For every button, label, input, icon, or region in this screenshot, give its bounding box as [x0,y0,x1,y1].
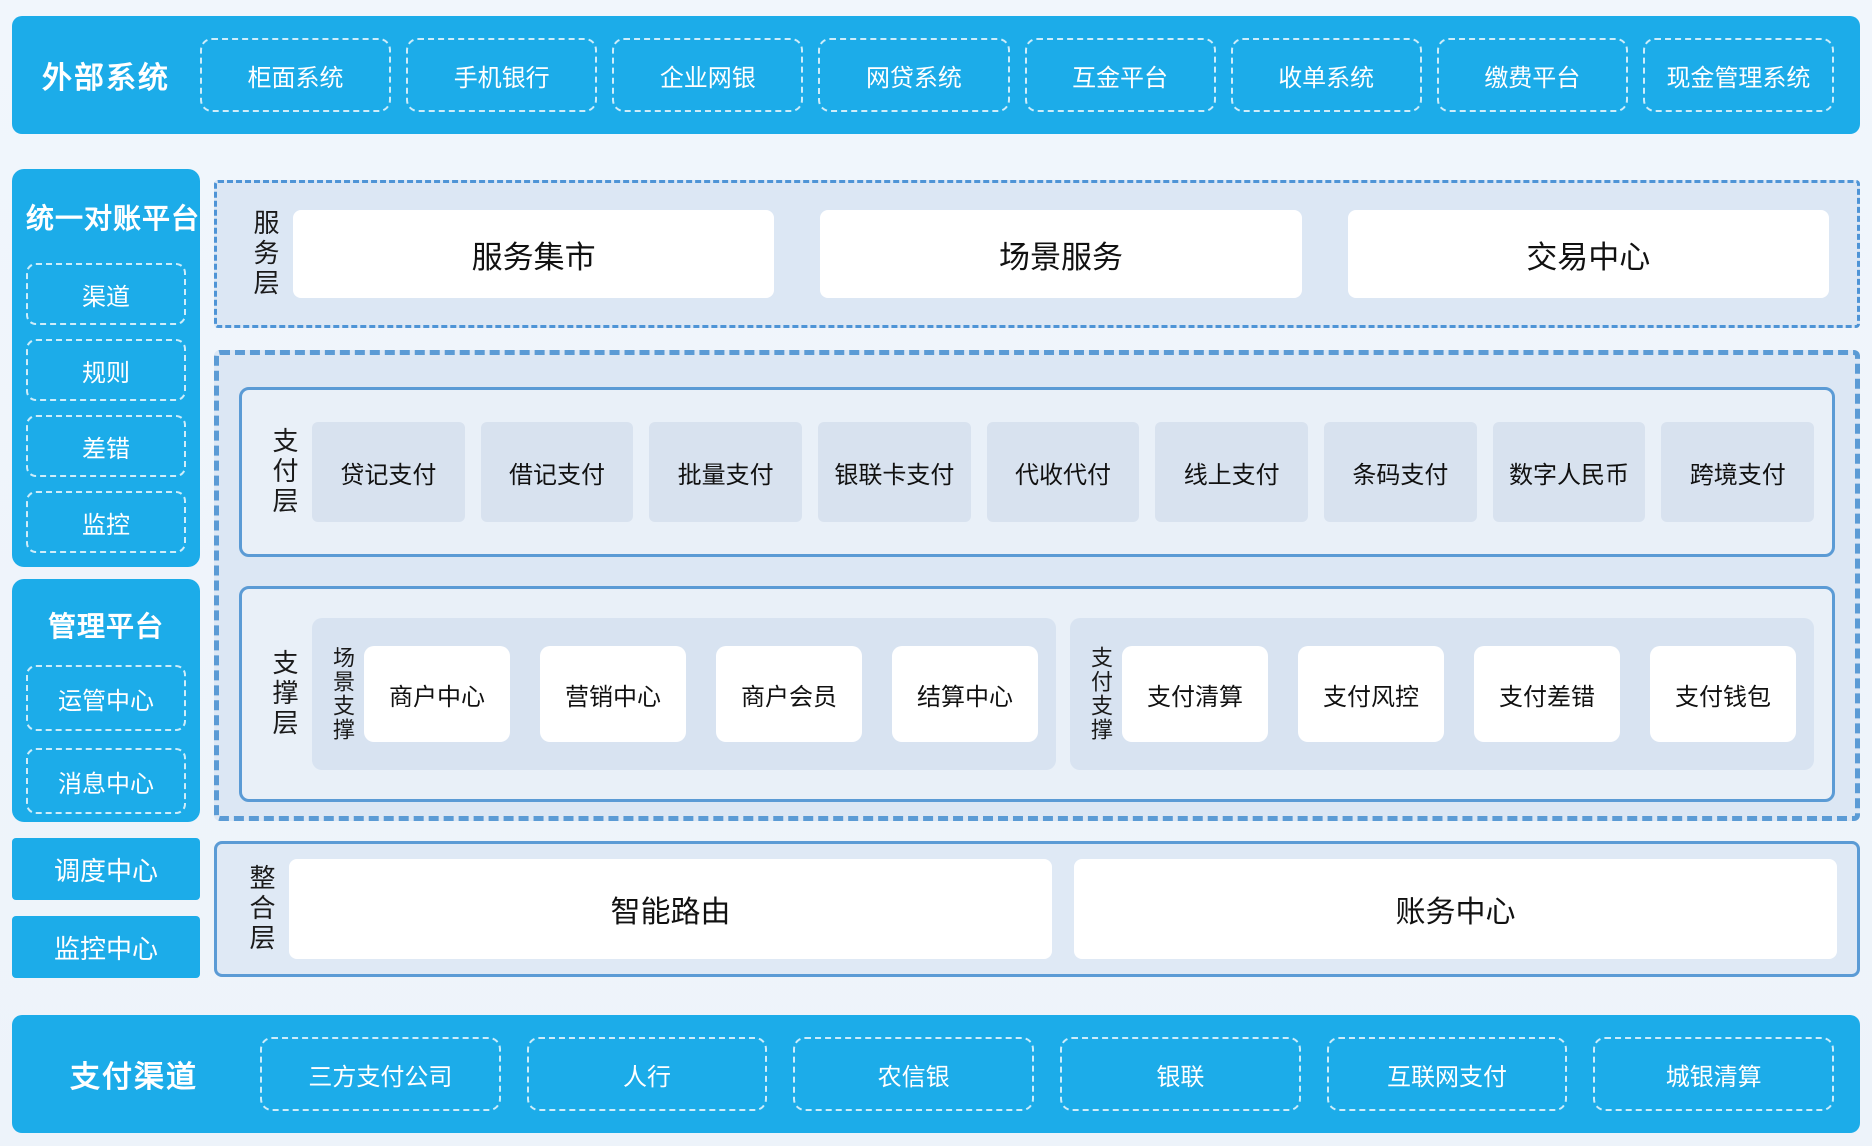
support-item-payment-clearing: 支付清算 [1122,646,1268,742]
integration-layer-label: 整合层 [245,864,275,954]
management-platform-box: 管理平台 运管中心 消息中心 [12,579,200,822]
external-item-mobile-banking: 手机银行 [406,38,598,112]
reconciliation-item-errors: 差错 [26,415,186,477]
reconciliation-platform-title: 统一对账平台 [26,202,201,235]
payment-item-barcode: 条码支付 [1324,422,1477,522]
external-systems-bar: 外部系统 柜面系统 手机银行 企业网银 网贷系统 互金平台 收单系统 缴费平台 … [12,16,1860,134]
payment-item-digital-rmb: 数字人民币 [1492,422,1646,522]
external-item-corporate-ebanking: 企业网银 [612,38,804,112]
payment-layer-label: 支付层 [268,427,298,517]
payment-item-unionpay-card: 银联卡支付 [818,422,971,522]
payment-item-collection-agency: 代收代付 [986,422,1140,522]
support-layer-groups: 场景支撑 商户中心 营销中心 商户会员 结算中心 支付支撑 支付清算 [312,618,1814,770]
scenario-support-group: 场景支撑 商户中心 营销中心 商户会员 结算中心 [312,618,1056,770]
external-item-counter-system: 柜面系统 [200,38,392,112]
reconciliation-platform-box: 统一对账平台 渠道 规则 差错 监控 [12,169,200,567]
support-item-settlement-center: 结算中心 [892,646,1038,742]
support-layer-label: 支撑层 [268,649,298,739]
channel-item-third-party-payment: 三方支付公司 [260,1037,501,1111]
payment-item-debit: 借记支付 [480,422,634,522]
management-item-message-center: 消息中心 [26,748,186,814]
service-item-scenario-services: 场景服务 [820,210,1302,298]
payment-channels-items: 三方支付公司 人行 农信银 银联 互联网支付 城银清算 [260,1037,1835,1111]
payment-layer: 支付层 贷记支付 借记支付 批量支付 银联卡支付 代收代付 线上支付 条码支付 … [239,387,1835,557]
channel-item-rural-credit-bank: 农信银 [793,1037,1035,1111]
support-item-payment-wallet: 支付钱包 [1650,646,1796,742]
channel-item-pboc: 人行 [526,1037,768,1111]
payment-support-items: 支付清算 支付风控 支付差错 支付钱包 [1122,646,1796,742]
reconciliation-item-rules: 规则 [26,339,186,401]
scenario-support-label: 场景支撑 [329,646,354,742]
payment-item-cross-border: 跨境支付 [1661,422,1815,522]
integration-item-accounting-center: 账务中心 [1074,859,1837,959]
payment-channels-bar: 支付渠道 三方支付公司 人行 农信银 银联 互联网支付 城银清算 [12,1015,1860,1133]
payment-item-batch: 批量支付 [649,422,803,522]
channel-item-unionpay: 银联 [1060,1037,1301,1111]
integration-layer: 整合层 智能路由 账务中心 [214,841,1860,977]
left-column: 统一对账平台 渠道 规则 差错 监控 管理平台 运管中心 消息中心 调度中心 监… [12,169,200,981]
external-systems-title: 外部系统 [42,61,170,96]
support-item-merchant-center: 商户中心 [364,646,510,742]
support-layer: 支撑层 场景支撑 商户中心 营销中心 商户会员 结算中心 [239,586,1835,802]
support-item-payment-errors: 支付差错 [1474,646,1620,742]
payment-support-group: 支付支撑 支付清算 支付风控 支付差错 支付钱包 [1070,618,1814,770]
reconciliation-item-channel: 渠道 [26,263,186,325]
management-platform-title: 管理平台 [47,610,164,643]
service-layer-label: 服务层 [249,209,279,299]
reconciliation-item-monitoring: 监控 [26,491,186,553]
payment-item-credit: 贷记支付 [312,422,465,522]
external-item-cash-management: 现金管理系统 [1642,38,1834,112]
payment-item-online: 线上支付 [1155,422,1309,522]
integration-item-smart-routing: 智能路由 [289,859,1052,959]
payment-support-label: 支付支撑 [1087,646,1112,742]
external-item-fee-payment: 缴费平台 [1436,38,1628,112]
scheduling-center-box: 调度中心 [12,838,200,900]
support-item-merchant-membership: 商户会员 [716,646,862,742]
main-column: 服务层 服务集市 场景服务 交易中心 支付层 贷记支付 借记支付 批量支付 银联… [214,169,1860,981]
channel-item-internet-payment: 互联网支付 [1326,1037,1568,1111]
scenario-support-items: 商户中心 营销中心 商户会员 结算中心 [364,646,1038,742]
channel-item-city-bank-clearing: 城银清算 [1593,1037,1835,1111]
external-systems-items: 柜面系统 手机银行 企业网银 网贷系统 互金平台 收单系统 缴费平台 现金管理系… [200,38,1834,112]
support-item-payment-risk-control: 支付风控 [1298,646,1444,742]
service-layer-items: 服务集市 场景服务 交易中心 [293,210,1829,298]
service-layer: 服务层 服务集市 场景服务 交易中心 [214,180,1860,328]
management-item-operations-center: 运管中心 [26,665,186,731]
external-item-acquiring: 收单系统 [1230,38,1422,112]
support-item-marketing-center: 营销中心 [540,646,686,742]
service-item-service-market: 服务集市 [293,210,775,298]
external-item-internet-finance: 互金平台 [1024,38,1216,112]
middle-region: 统一对账平台 渠道 规则 差错 监控 管理平台 运管中心 消息中心 调度中心 监… [12,169,1860,981]
service-item-transaction-center: 交易中心 [1347,210,1829,298]
payment-channels-title: 支付渠道 [70,1060,198,1095]
payment-layer-items: 贷记支付 借记支付 批量支付 银联卡支付 代收代付 线上支付 条码支付 数字人民… [312,422,1815,522]
payment-support-container: 支付层 贷记支付 借记支付 批量支付 银联卡支付 代收代付 线上支付 条码支付 … [214,350,1860,821]
integration-layer-items: 智能路由 账务中心 [289,859,1837,959]
monitoring-center-box: 监控中心 [12,916,200,978]
external-item-online-loan: 网贷系统 [818,38,1010,112]
